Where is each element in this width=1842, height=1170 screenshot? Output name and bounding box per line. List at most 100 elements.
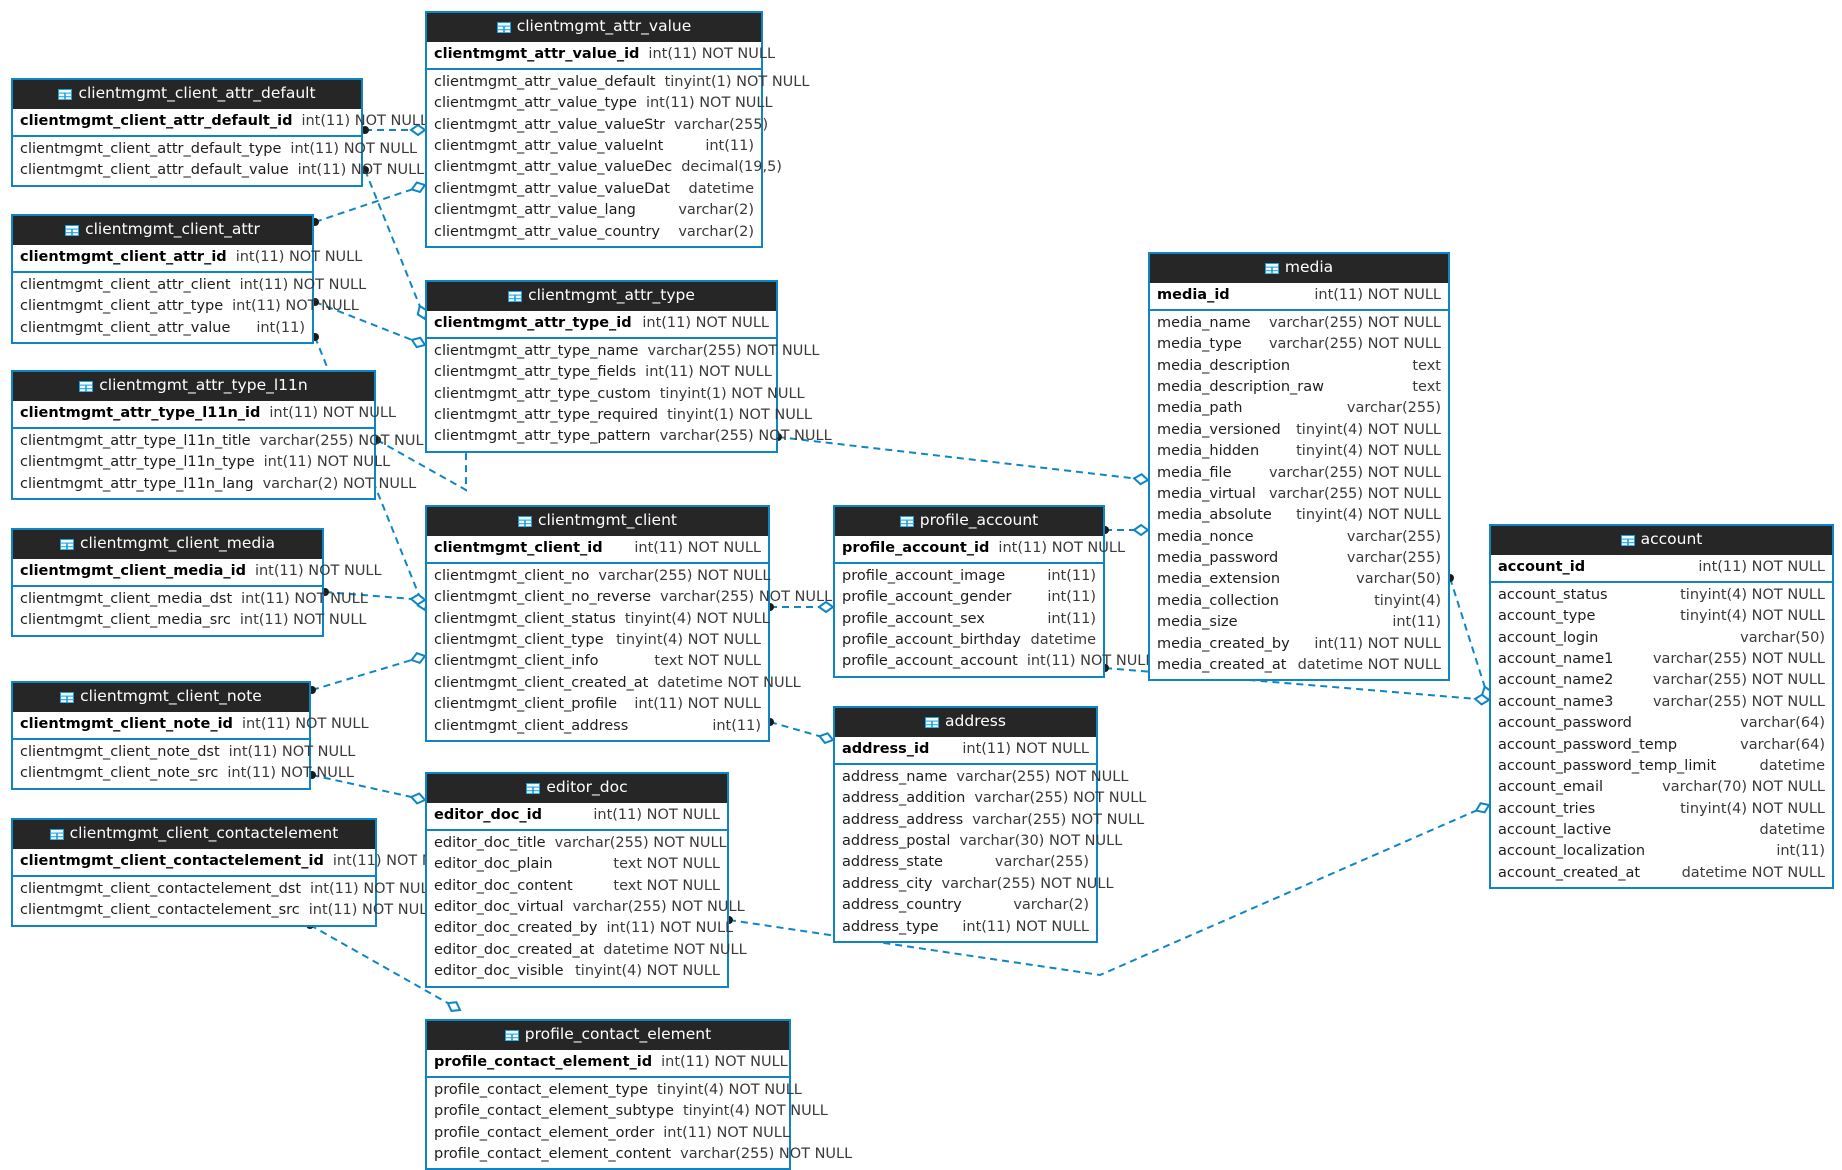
entity-header-editor_doc[interactable]: editor_doc	[427, 774, 727, 803]
entity-header-clientmgmt_client_attr_default[interactable]: clientmgmt_client_attr_default	[13, 80, 361, 109]
entity-header-clientmgmt_attr_type[interactable]: clientmgmt_attr_type	[427, 282, 776, 311]
entity-header-media[interactable]: media	[1150, 254, 1448, 283]
entity-table-clientmgmt_attr_type_l11n[interactable]: clientmgmt_attr_type_l11n clientmgmt_attr…	[11, 370, 432, 500]
entity-header-clientmgmt_client[interactable]: clientmgmt_client	[427, 507, 768, 536]
entity-header-profile_contact_element[interactable]: profile_contact_element	[427, 1021, 789, 1050]
entity-header-clientmgmt_attr_type_l11n[interactable]: clientmgmt_attr_type_l11n	[13, 372, 374, 401]
entity-header-address[interactable]: address	[835, 708, 1096, 737]
entity-header-clientmgmt_attr_value[interactable]: clientmgmt_attr_value	[427, 13, 761, 42]
entity-header-clientmgmt_client_media[interactable]: clientmgmt_client_media	[13, 530, 322, 559]
